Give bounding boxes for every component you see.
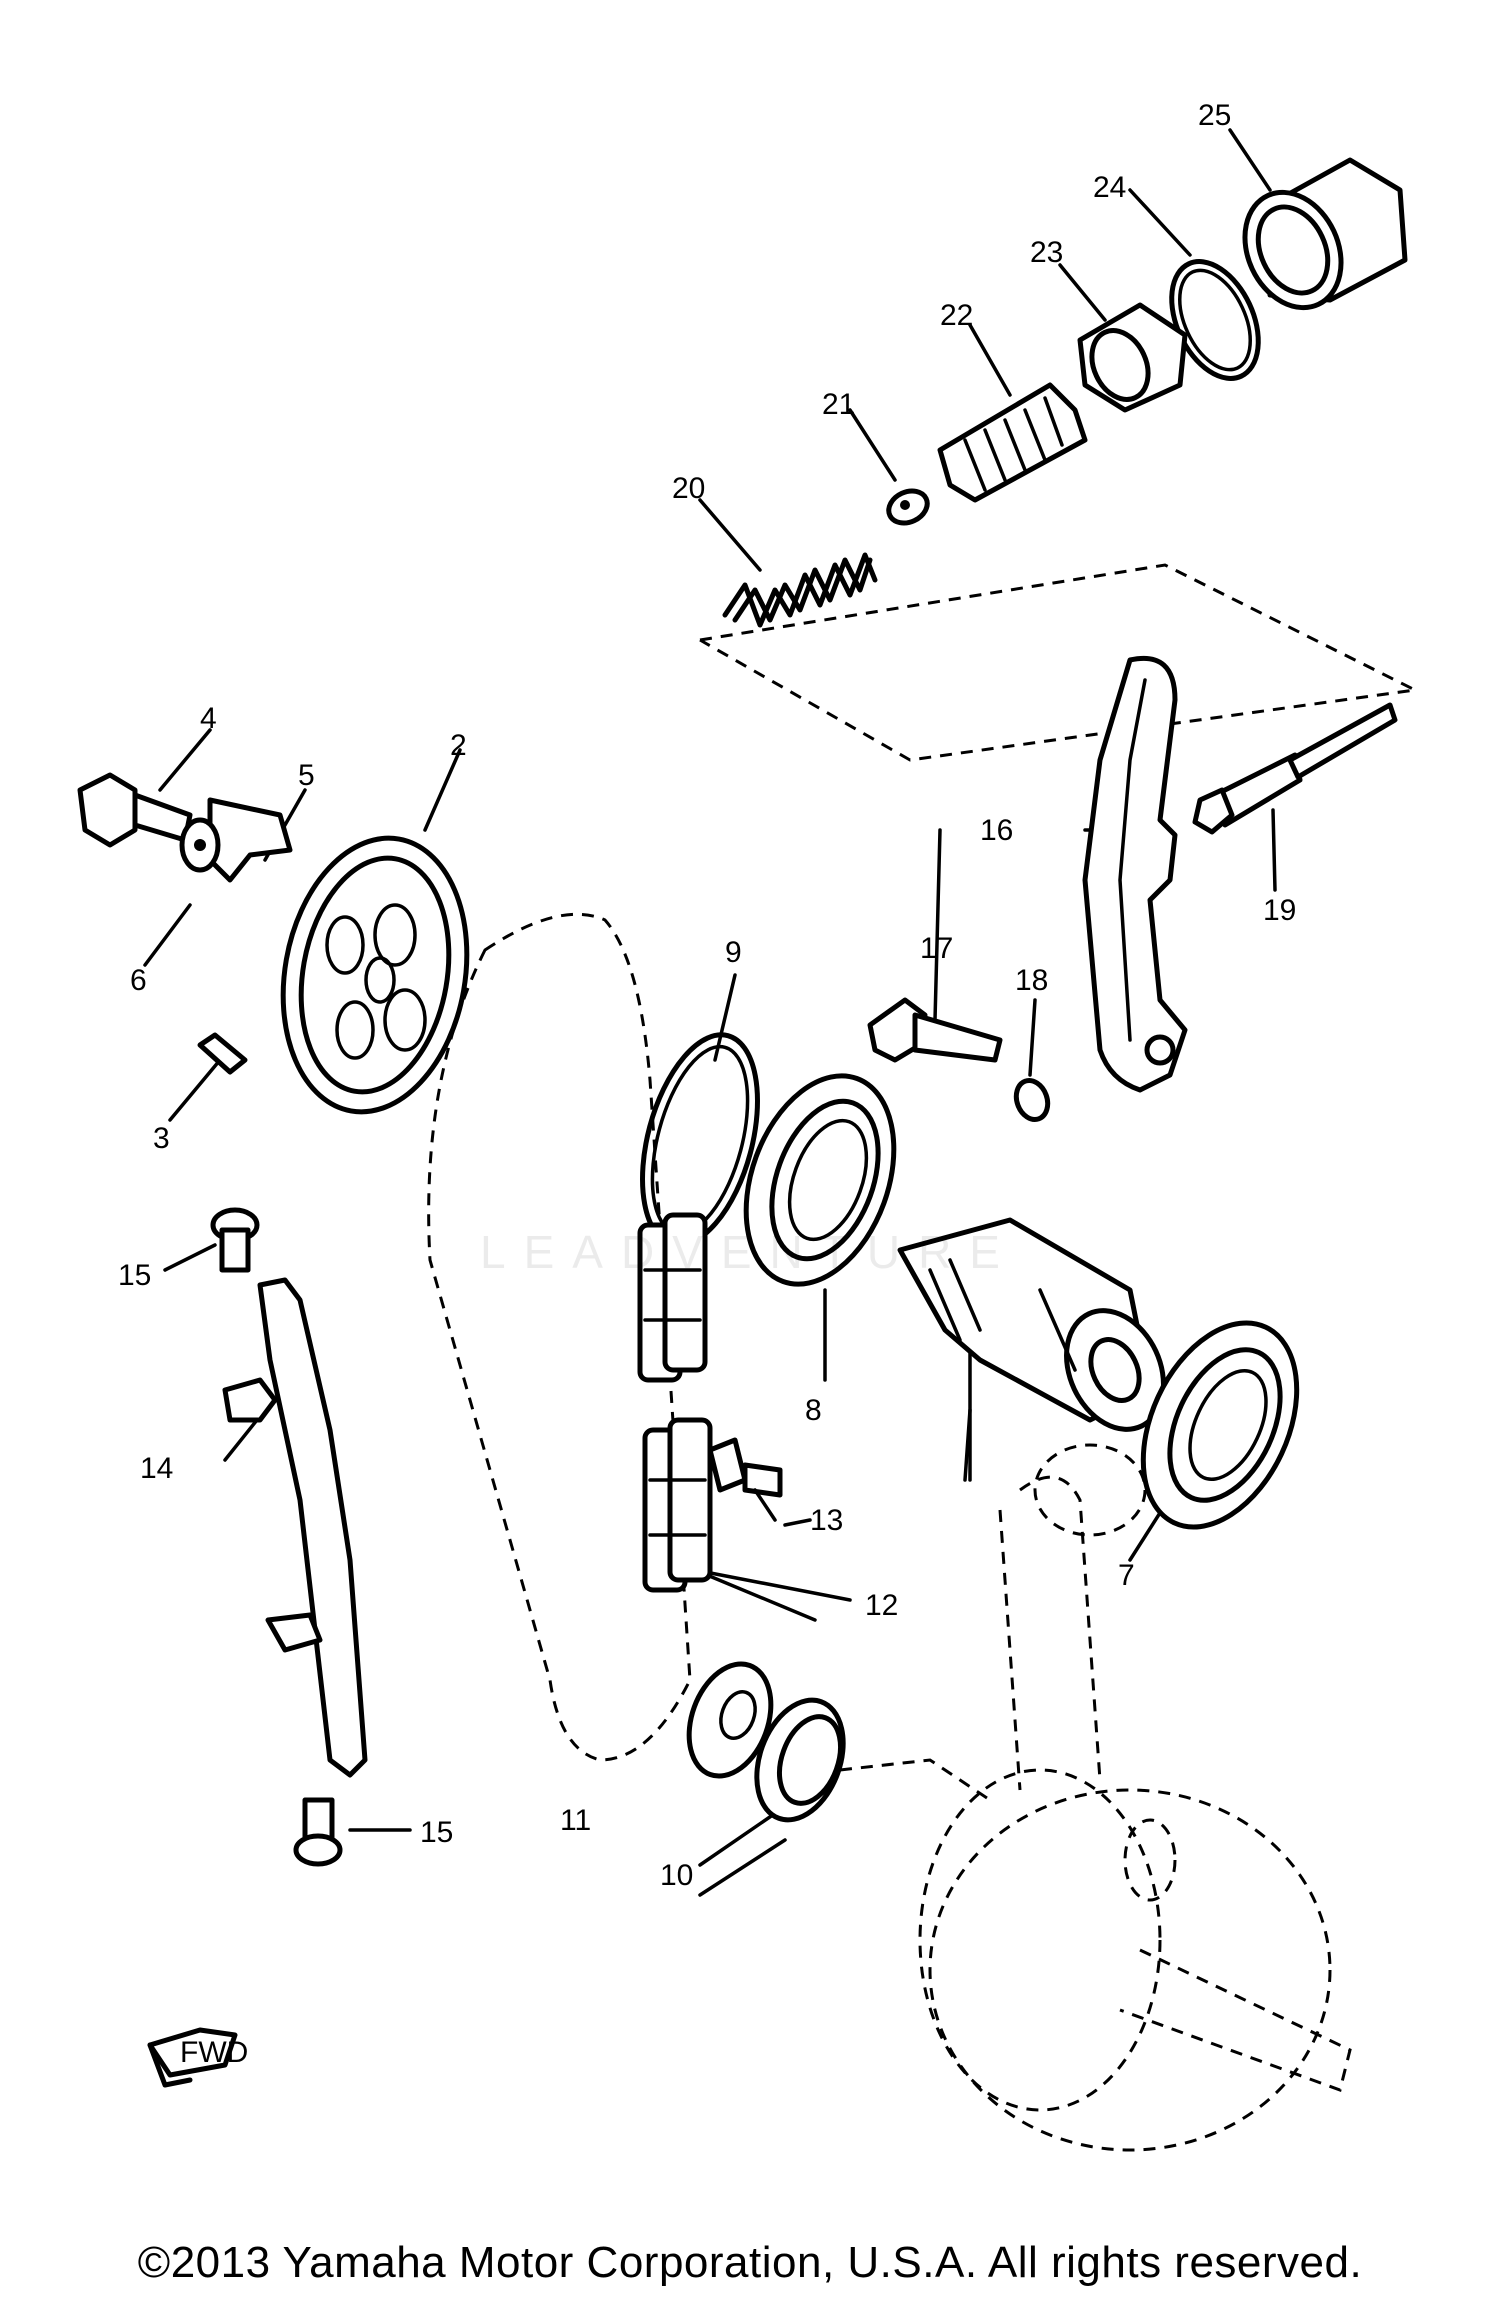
- callout-16: 16: [980, 814, 1013, 847]
- callout-3: 3: [153, 1122, 170, 1155]
- callout-13: 13: [810, 1504, 843, 1537]
- callout-14: 14: [140, 1452, 173, 1485]
- callout-7: 7: [1118, 1559, 1135, 1592]
- callout-numbers: 2 3 4 5 6 7 8 9 10 11 12 13 14 15 15 16 …: [118, 99, 1296, 1892]
- part-camshaft: [897, 1217, 1166, 1432]
- part-bolt-15-upper: [210, 1207, 260, 1273]
- callout-9: 9: [725, 936, 742, 969]
- callout-19: 19: [1263, 894, 1296, 927]
- callout-20: 20: [672, 472, 705, 505]
- callout-25: 25: [1198, 99, 1231, 132]
- part-tensioner-housing: [1242, 157, 1408, 311]
- callout-5: 5: [298, 759, 315, 792]
- part-nut-23: [1077, 302, 1188, 413]
- part-bearing-7: [1140, 1320, 1300, 1530]
- part-bolt-15-lower: [293, 1797, 343, 1867]
- callout-23: 23: [1030, 236, 1063, 269]
- fwd-badge-text: FWD: [180, 2036, 248, 2069]
- callout-15-lower: 15: [420, 1816, 453, 1849]
- callout-22: 22: [940, 299, 973, 332]
- callout-24: 24: [1093, 171, 1126, 204]
- watermark: LEADVENTURE: [480, 1226, 1018, 1278]
- callout-10: 10: [660, 1859, 693, 1892]
- part-bearing-8: [743, 1073, 897, 1287]
- part-pushrod-22: [937, 382, 1088, 503]
- part-chain-segment-lower: [642, 1417, 713, 1593]
- part-bolt-17: [867, 997, 1003, 1063]
- fwd-direction-badge: FWD: [147, 2027, 248, 2088]
- part-bolt-4: [77, 772, 193, 848]
- callout-18: 18: [1015, 964, 1048, 997]
- timing-chain-loop: [427, 912, 692, 1762]
- part-master-link-13: [707, 1437, 783, 1522]
- callout-12: 12: [865, 1589, 898, 1622]
- part-lock-washer-5: [207, 797, 293, 883]
- callout-21: 21: [822, 388, 855, 421]
- part-chain-segment-upper: [637, 1212, 708, 1383]
- callout-8: 8: [805, 1394, 822, 1427]
- callout-4: 4: [200, 702, 217, 735]
- copyright-notice: ©2013 Yamaha Motor Corporation, U.S.A. A…: [137, 2238, 1363, 2287]
- callout-15-upper: 15: [118, 1259, 151, 1292]
- part-chain-guide-16: [1082, 655, 1188, 1093]
- callout-6: 6: [130, 964, 147, 997]
- part-crankshaft: [839, 1443, 1352, 2152]
- callout-17: 17: [920, 932, 953, 965]
- callout-2: 2: [450, 729, 467, 762]
- part-pin-19: [1192, 702, 1398, 835]
- part-crank-sprocket-10: [754, 1697, 846, 1823]
- part-cam-sprocket-2: [280, 835, 470, 1115]
- part-spring-20: [722, 552, 878, 628]
- callout-11: 11: [560, 1804, 591, 1837]
- part-chain-guide-14: [222, 1277, 368, 1778]
- part-dowel-pin-3: [197, 1032, 248, 1075]
- part-o-ring-18: [1013, 1078, 1051, 1122]
- part-plate-11: [686, 1661, 774, 1779]
